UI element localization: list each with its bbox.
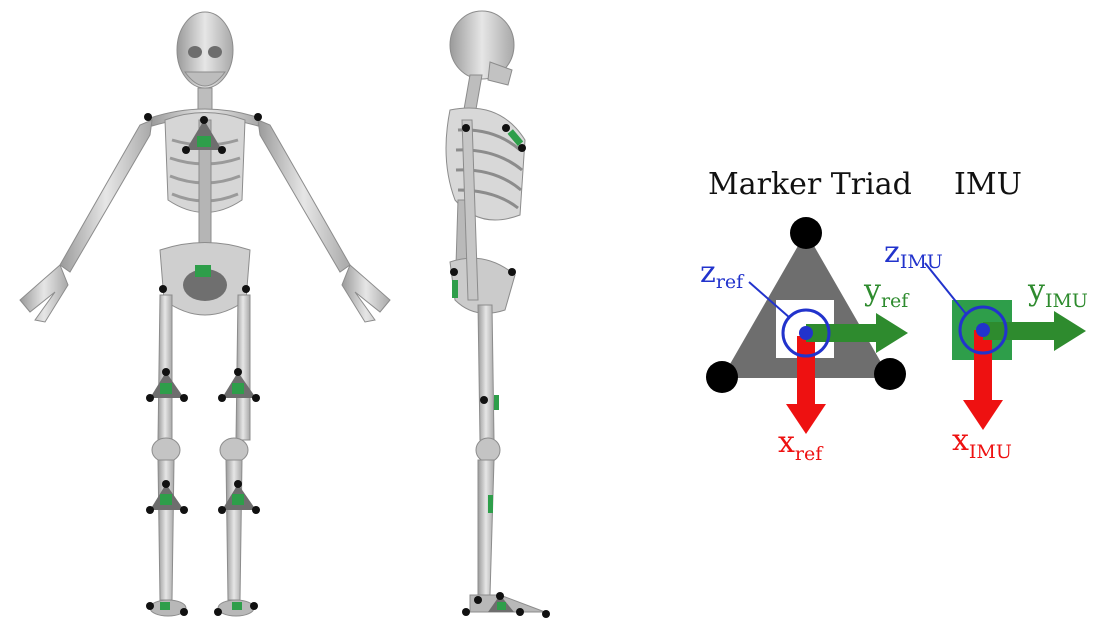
left-hand-front (20, 265, 68, 322)
right-arm-front (258, 120, 350, 272)
imu-title: IMU (954, 167, 1022, 202)
z-ref-label: zref (700, 255, 745, 293)
imu-left-foot (160, 602, 170, 610)
triad-marker-top (790, 217, 822, 249)
imu-right-thigh (232, 383, 244, 394)
marker-dot (200, 116, 208, 124)
right-femur-front (236, 295, 250, 440)
imu-thigh-side (494, 395, 499, 410)
y-imu-arrow-head (1054, 311, 1086, 351)
marker-dot (218, 506, 226, 514)
marker-dot (159, 285, 167, 293)
marker-dot (474, 596, 482, 604)
marker-dot (162, 480, 170, 488)
imu-right-shank (232, 494, 244, 505)
imu-right-foot (232, 602, 242, 610)
marker-dot (144, 113, 152, 121)
marker-dot (450, 268, 458, 276)
marker-triad-diagram (706, 217, 908, 434)
left-femur-front (158, 295, 172, 440)
x-ref-arrow-shaft (797, 336, 815, 410)
marker-dot (542, 610, 550, 618)
femur-side (478, 305, 494, 440)
jaw-front (185, 72, 225, 86)
marker-dot (234, 480, 242, 488)
imu-foot-side (497, 602, 506, 610)
z-imu-axis-dot (976, 323, 990, 337)
triad-marker-left (706, 361, 738, 393)
marker-dot (180, 394, 188, 402)
marker-dot (462, 124, 470, 132)
x-imu-label: xIMU (952, 423, 1012, 463)
marker-dot (252, 394, 260, 402)
marker-dot (462, 608, 470, 616)
marker-dot (252, 506, 260, 514)
y-ref-arrow-head (876, 313, 908, 353)
triad-marker-right (874, 358, 906, 390)
marker-dot (180, 506, 188, 514)
x-imu-arrow-shaft (974, 330, 992, 406)
y-imu-label: yIMU (1027, 273, 1088, 312)
y-ref-label: yref (863, 273, 910, 312)
marker-dot (502, 124, 510, 132)
imu-pelvis (195, 265, 211, 277)
marker-dot (146, 394, 154, 402)
imu-pelvis-side (452, 280, 458, 298)
imu-diagram (925, 263, 1086, 430)
marker-dot (218, 394, 226, 402)
x-ref-label: xref (778, 425, 824, 465)
x-imu-arrow-head (963, 400, 1003, 430)
marker-dot (496, 592, 504, 600)
left-arm-front (60, 120, 152, 272)
skeleton-front-view (20, 12, 390, 616)
marker-triad-title: Marker Triad (708, 167, 912, 202)
marker-dot (518, 144, 526, 152)
tibia-side (478, 460, 494, 595)
z-ref-axis-dot (799, 326, 813, 340)
marker-dot (516, 608, 524, 616)
imu-left-shank (160, 494, 172, 505)
y-imu-arrow-shaft (983, 322, 1055, 340)
jaw-side (488, 62, 512, 85)
marker-dot (180, 608, 188, 616)
z-imu-label: zIMU (884, 235, 943, 273)
marker-dot (242, 285, 250, 293)
marker-dot (218, 146, 226, 154)
marker-dot (254, 113, 262, 121)
marker-dot (214, 608, 222, 616)
imu-left-thigh (160, 383, 172, 394)
marker-dot (182, 146, 190, 154)
marker-dot (508, 268, 516, 276)
marker-dot (250, 602, 258, 610)
skeleton-side-view (446, 11, 545, 612)
marker-dot (234, 368, 242, 376)
marker-dot (146, 602, 154, 610)
y-ref-arrow-shaft (806, 324, 878, 342)
marker-dot (480, 396, 488, 404)
right-hand-front (342, 265, 390, 322)
marker-dot (146, 506, 154, 514)
imu-sternum (197, 136, 211, 147)
marker-dot (162, 368, 170, 376)
imu-shank-side (488, 495, 493, 513)
